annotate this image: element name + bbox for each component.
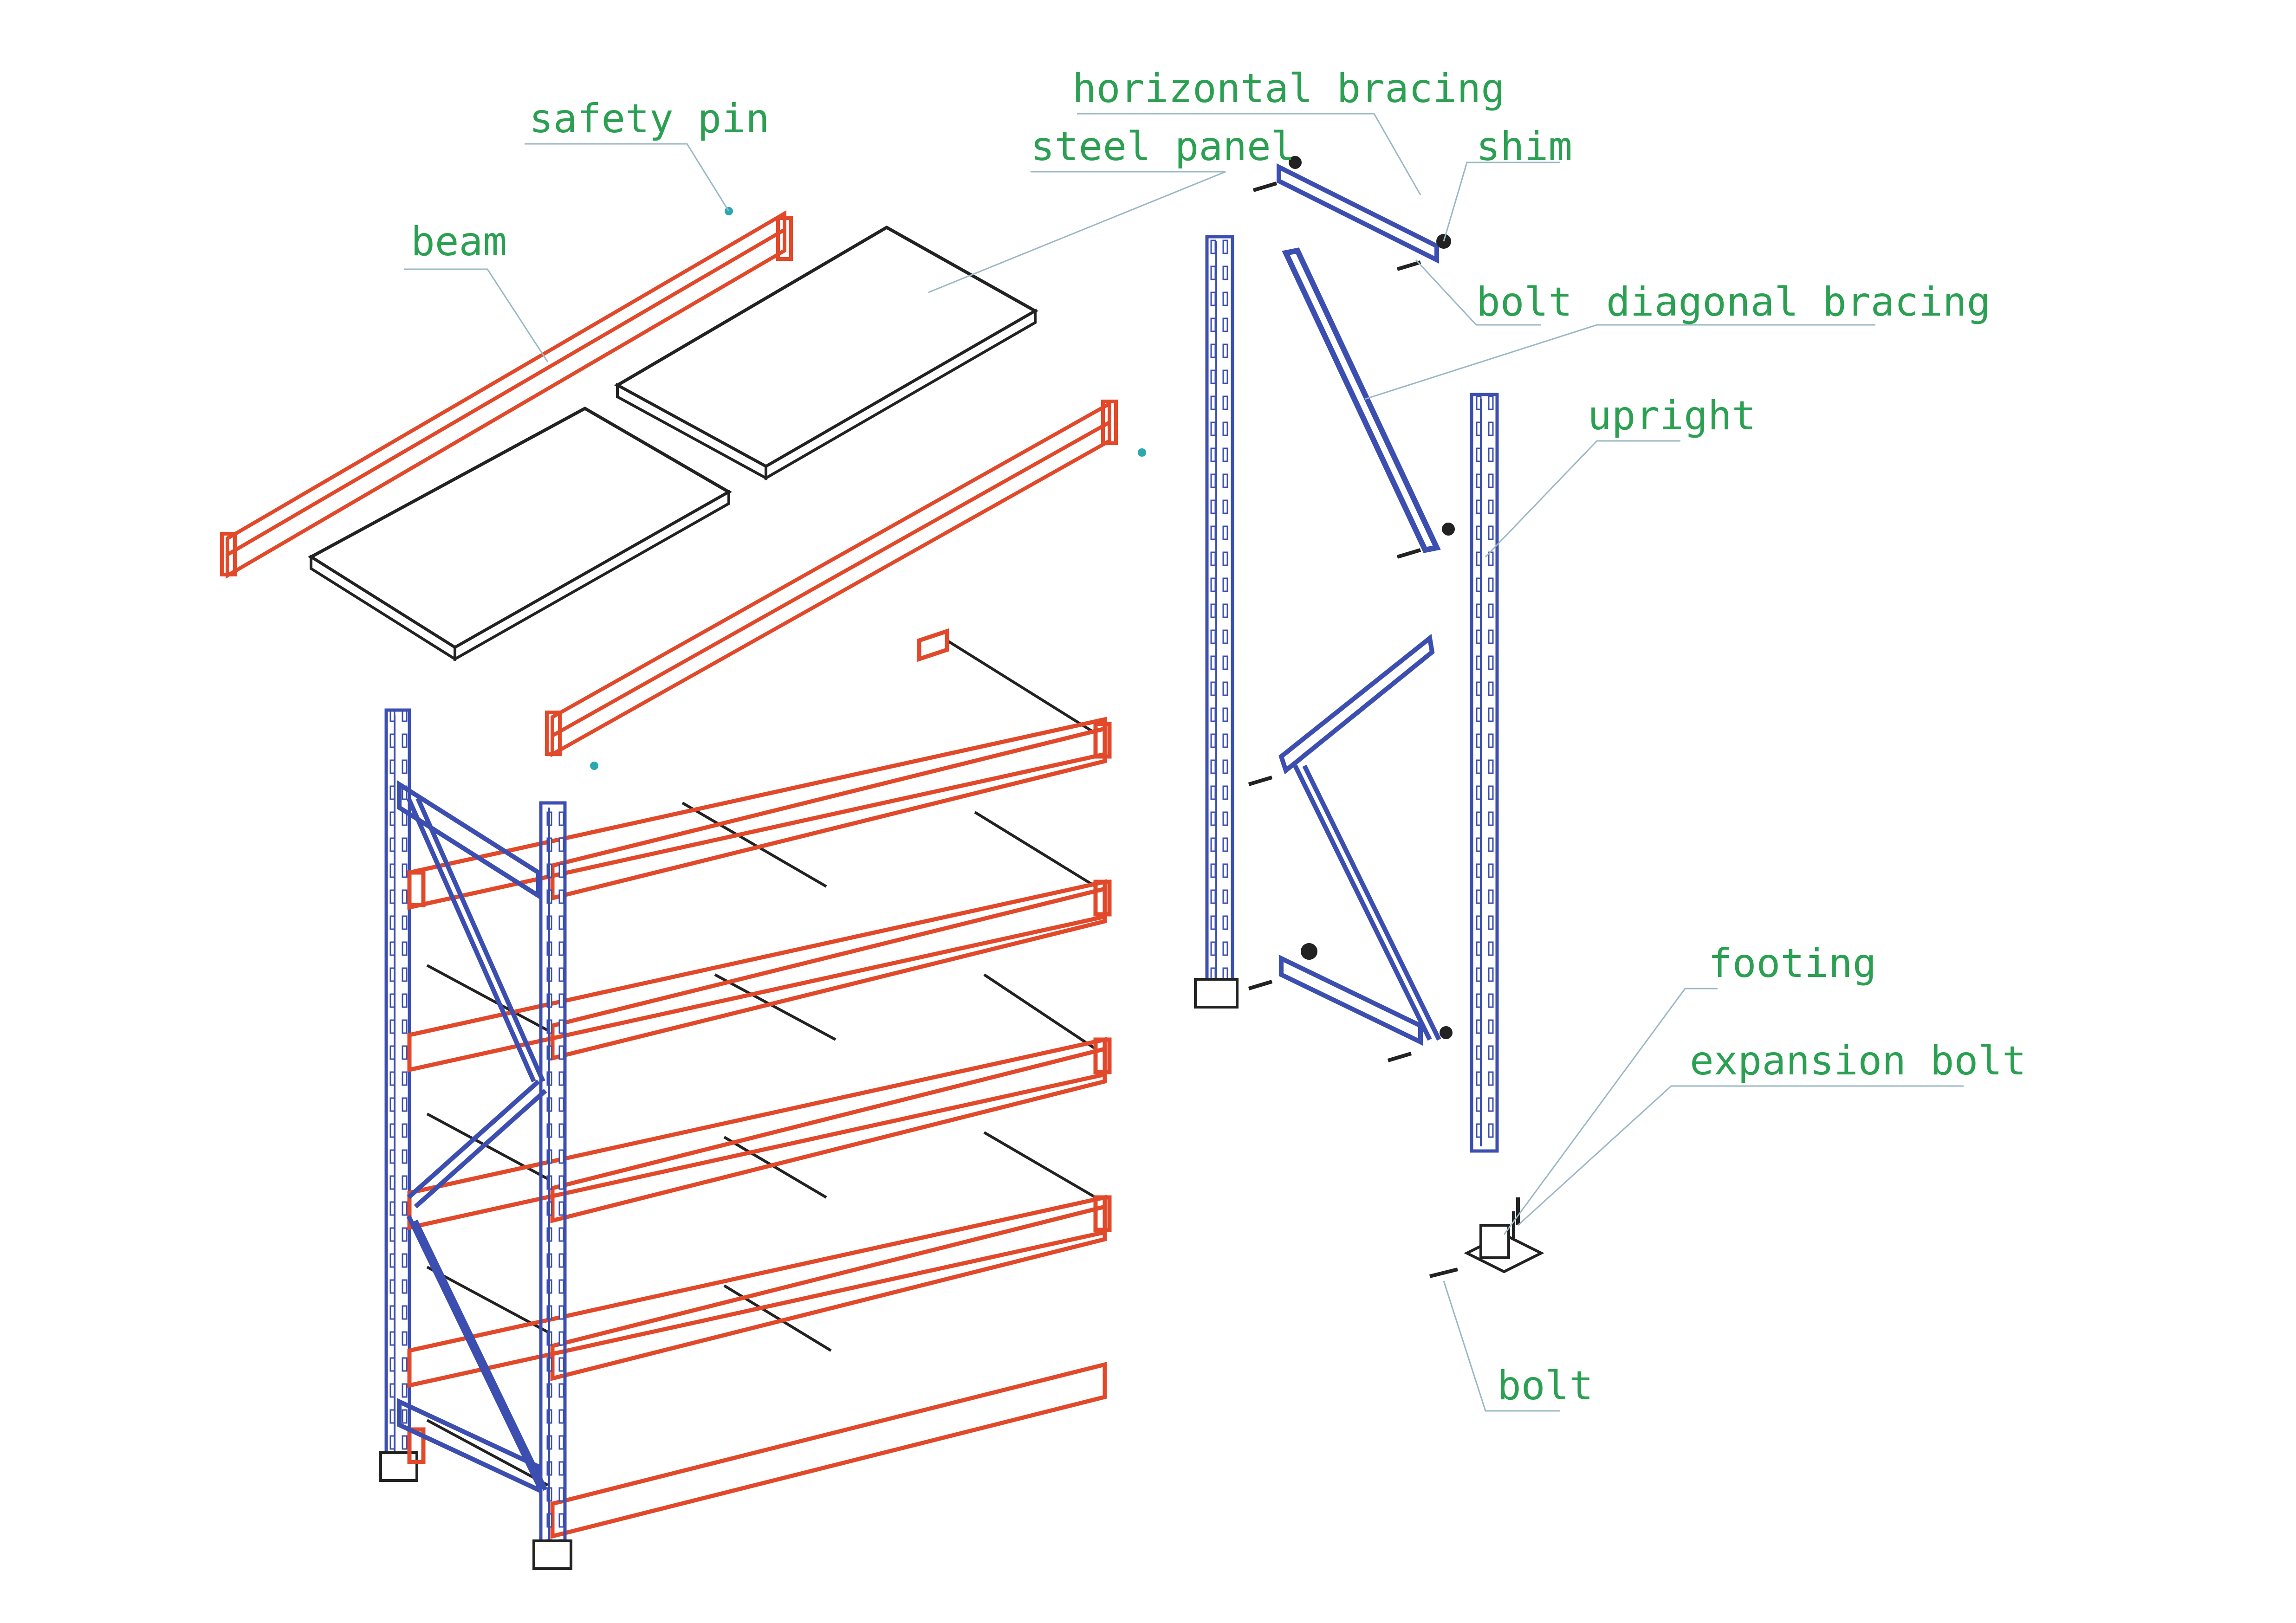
- steel-panel-right: [614, 225, 1039, 481]
- front-upright: [532, 801, 572, 1570]
- bolt-icon: [1248, 156, 1455, 1062]
- exploded-upright-right: [1470, 393, 1499, 1153]
- label-footing: footing: [1708, 940, 1876, 987]
- label-bolt-top: bolt: [1476, 279, 1572, 325]
- label-horizontal-bracing: horizontal bracing: [1072, 65, 1505, 112]
- label-steel-panel: steel panel: [1031, 123, 1295, 170]
- label-shim: shim: [1476, 123, 1572, 170]
- bolt-icon: [1429, 1267, 1458, 1278]
- diagonal-bracing-upper: [1282, 247, 1441, 553]
- rear-frame: [379, 708, 418, 1482]
- horizontal-bracing-top: [1277, 163, 1439, 264]
- loose-beam-middle: [545, 400, 1118, 757]
- steel-panel-left: [308, 406, 733, 662]
- leader-lines: [404, 113, 1964, 1412]
- label-upright: upright: [1588, 393, 1756, 439]
- label-diagonal-bracing: diagonal bracing: [1606, 279, 1991, 325]
- loose-beam-top: [220, 210, 793, 579]
- assembled-rack: [379, 628, 1112, 1570]
- label-expansion-bolt: expansion bolt: [1690, 1038, 2026, 1084]
- side-frame-bracing: [397, 780, 548, 1494]
- footing-icon: [1464, 1211, 1544, 1274]
- label-safety-pin: safety pin: [529, 96, 770, 142]
- label-beam: beam: [411, 219, 507, 265]
- shelf-beams: [407, 628, 1112, 1539]
- exploded-upright-left: [1194, 235, 1239, 1009]
- diagonal-bracing-lower: [1278, 634, 1441, 1046]
- label-bolt-bottom: bolt: [1497, 1363, 1593, 1409]
